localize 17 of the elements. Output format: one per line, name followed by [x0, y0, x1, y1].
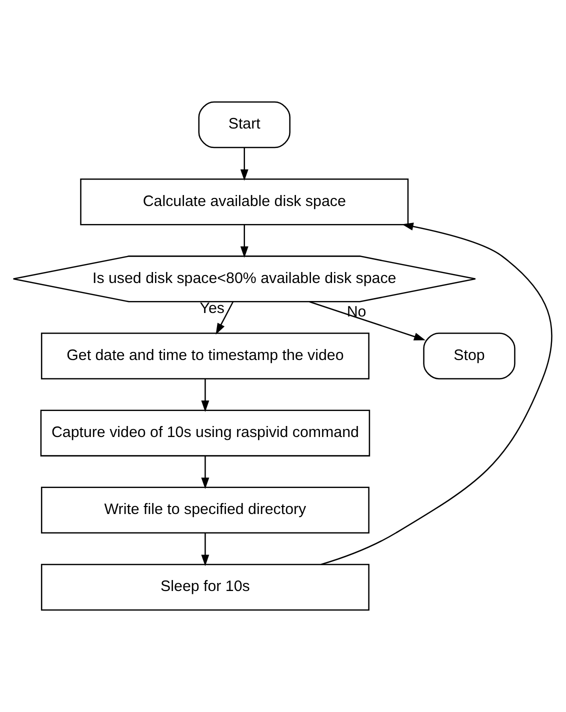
- node-box: Stop: [423, 332, 516, 380]
- node-box: Get date and time to timestamp the video: [40, 332, 370, 380]
- node-box: Calculate available disk space: [80, 178, 409, 226]
- node-box: Sleep for 10s: [40, 564, 370, 611]
- node-box: Capture video of 10s using raspivid command: [40, 410, 370, 456]
- arrow: [201, 378, 210, 412]
- arrow: [309, 301, 426, 340]
- arrow: [240, 148, 248, 181]
- arrow: [321, 222, 552, 565]
- edge-label: No: [346, 303, 366, 320]
- arrow: [240, 224, 248, 258]
- edge-label: Yes: [200, 300, 224, 318]
- arrow: [201, 532, 210, 566]
- arrow: [201, 456, 210, 490]
- arrow: [216, 301, 234, 335]
- node-box: Start: [198, 101, 290, 148]
- node-box: Write file to specified directory: [40, 486, 370, 534]
